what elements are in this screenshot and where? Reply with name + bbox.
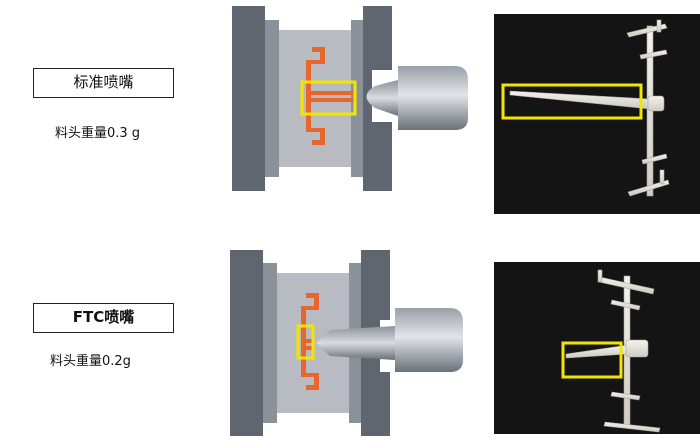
molded-part bbox=[509, 19, 670, 197]
nozzle-tip bbox=[366, 80, 398, 116]
ftc-sprue-weight: 料头重量0.2g bbox=[50, 354, 131, 369]
standard-nozzle-label: 标准喷嘴 bbox=[33, 68, 174, 98]
sprue-highlight-box bbox=[561, 341, 623, 379]
mold-left-inner-plate bbox=[263, 263, 277, 423]
mold-right-inner-plate bbox=[351, 20, 363, 177]
mold-left-plate bbox=[230, 250, 263, 436]
sprue-highlight-box bbox=[296, 324, 315, 360]
sprue-highlight-box bbox=[501, 83, 643, 120]
standard-part-photo bbox=[494, 14, 700, 214]
ftc-part-photo bbox=[494, 262, 700, 434]
sprue-highlight-box bbox=[300, 80, 357, 116]
ftc-nozzle-tip bbox=[316, 326, 395, 360]
photo-background bbox=[494, 262, 700, 434]
ftc-nozzle-label: FTC喷嘴 bbox=[33, 303, 174, 333]
standard-mold-diagram bbox=[232, 6, 468, 191]
molded-part bbox=[565, 269, 661, 433]
standard-sprue-weight: 料头重量0.3 g bbox=[55, 126, 141, 141]
mold-right-plate bbox=[363, 6, 392, 191]
mold-left-inner-plate bbox=[265, 20, 279, 177]
nozzle-body bbox=[395, 308, 463, 372]
mold-cavity-part bbox=[301, 293, 319, 390]
nozzle-body bbox=[398, 66, 468, 130]
mold-left-plate bbox=[232, 6, 265, 191]
ftc-mold-diagram bbox=[230, 250, 463, 436]
mold-cavity-part bbox=[306, 47, 355, 145]
